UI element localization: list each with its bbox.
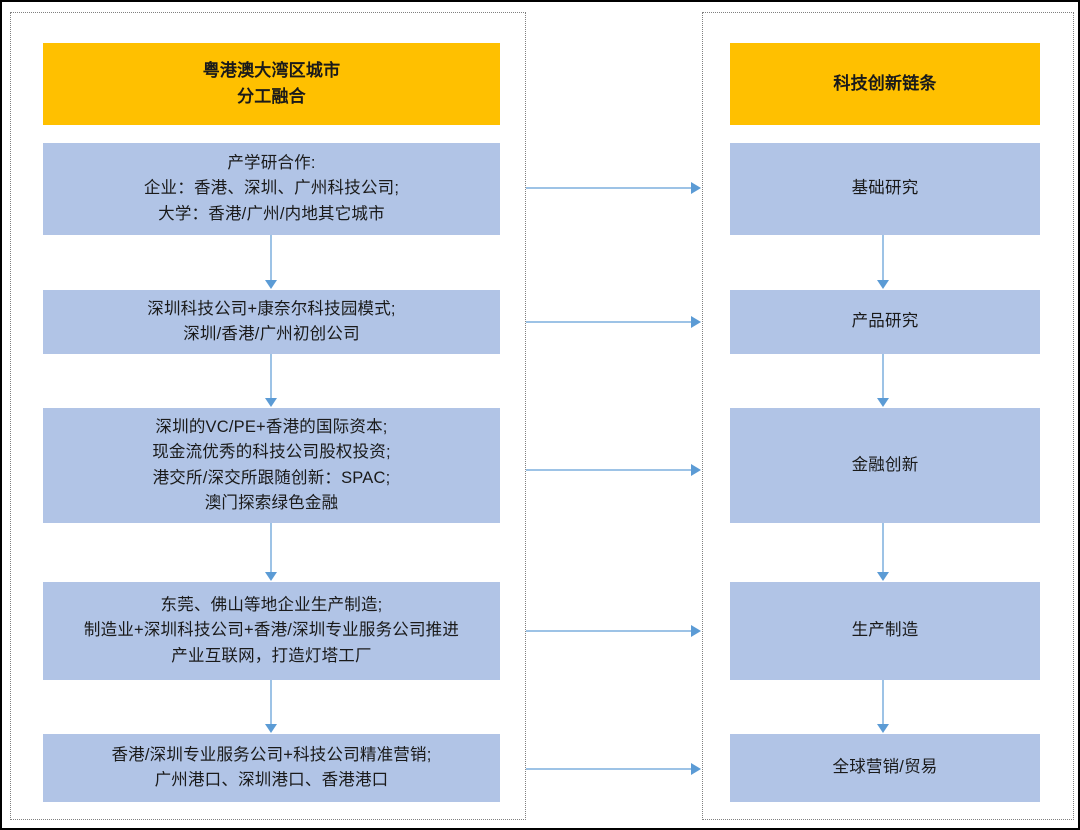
cross-connector-4-line xyxy=(526,630,692,632)
left-connector-3-line xyxy=(270,523,272,573)
right-stage-4[interactable]: 生产制造 xyxy=(730,582,1040,680)
left-step-1[interactable]: 产学研合作: 企业：香港、深圳、广州科技公司; 大学：香港/广州/内地其它城市 xyxy=(43,143,500,235)
cross-connector-2-line xyxy=(526,321,692,323)
right-stage-5[interactable]: 全球营销/贸易 xyxy=(730,734,1040,802)
left-step-4[interactable]: 东莞、佛山等地企业生产制造; 制造业+深圳科技公司+香港/深圳专业服务公司推进 … xyxy=(43,582,500,680)
left-step-5[interactable]: 香港/深圳专业服务公司+科技公司精准营销; 广州港口、深圳港口、香港港口 xyxy=(43,734,500,802)
left-connector-4-arrowhead-icon xyxy=(265,724,277,733)
right-connector-1-line xyxy=(882,235,884,281)
left-connector-3-arrowhead-icon xyxy=(265,572,277,581)
cross-connector-4-arrowhead-icon xyxy=(691,625,701,637)
cross-connector-1-arrowhead-icon xyxy=(691,182,701,194)
cross-connector-5-arrowhead-icon xyxy=(691,763,701,775)
right-connector-4-line xyxy=(882,680,884,725)
right-connector-2-arrowhead-icon xyxy=(877,398,889,407)
left-connector-2-line xyxy=(270,354,272,399)
left-connector-4-line xyxy=(270,680,272,725)
right-column-header: 科技创新链条 xyxy=(730,43,1040,125)
right-stage-2[interactable]: 产品研究 xyxy=(730,290,1040,354)
left-step-3[interactable]: 深圳的VC/PE+香港的国际资本; 现金流优秀的科技公司股权投资; 港交所/深交… xyxy=(43,408,500,523)
cross-connector-2-arrowhead-icon xyxy=(691,316,701,328)
cross-connector-3-arrowhead-icon xyxy=(691,464,701,476)
right-connector-2-line xyxy=(882,354,884,399)
right-stage-1[interactable]: 基础研究 xyxy=(730,143,1040,235)
cross-connector-3-line xyxy=(526,469,692,471)
cross-connector-1-line xyxy=(526,187,692,189)
left-connector-2-arrowhead-icon xyxy=(265,398,277,407)
right-connector-1-arrowhead-icon xyxy=(877,280,889,289)
left-step-2[interactable]: 深圳科技公司+康奈尔科技园模式; 深圳/香港/广州初创公司 xyxy=(43,290,500,354)
left-connector-1-arrowhead-icon xyxy=(265,280,277,289)
right-connector-4-arrowhead-icon xyxy=(877,724,889,733)
left-connector-1-line xyxy=(270,235,272,281)
right-connector-3-line xyxy=(882,523,884,573)
cross-connector-5-line xyxy=(526,768,692,770)
left-column-header: 粤港澳大湾区城市 分工融合 xyxy=(43,43,500,125)
left-group-panel xyxy=(10,12,526,820)
right-group-panel xyxy=(702,12,1074,820)
right-connector-3-arrowhead-icon xyxy=(877,572,889,581)
right-stage-3[interactable]: 金融创新 xyxy=(730,408,1040,523)
